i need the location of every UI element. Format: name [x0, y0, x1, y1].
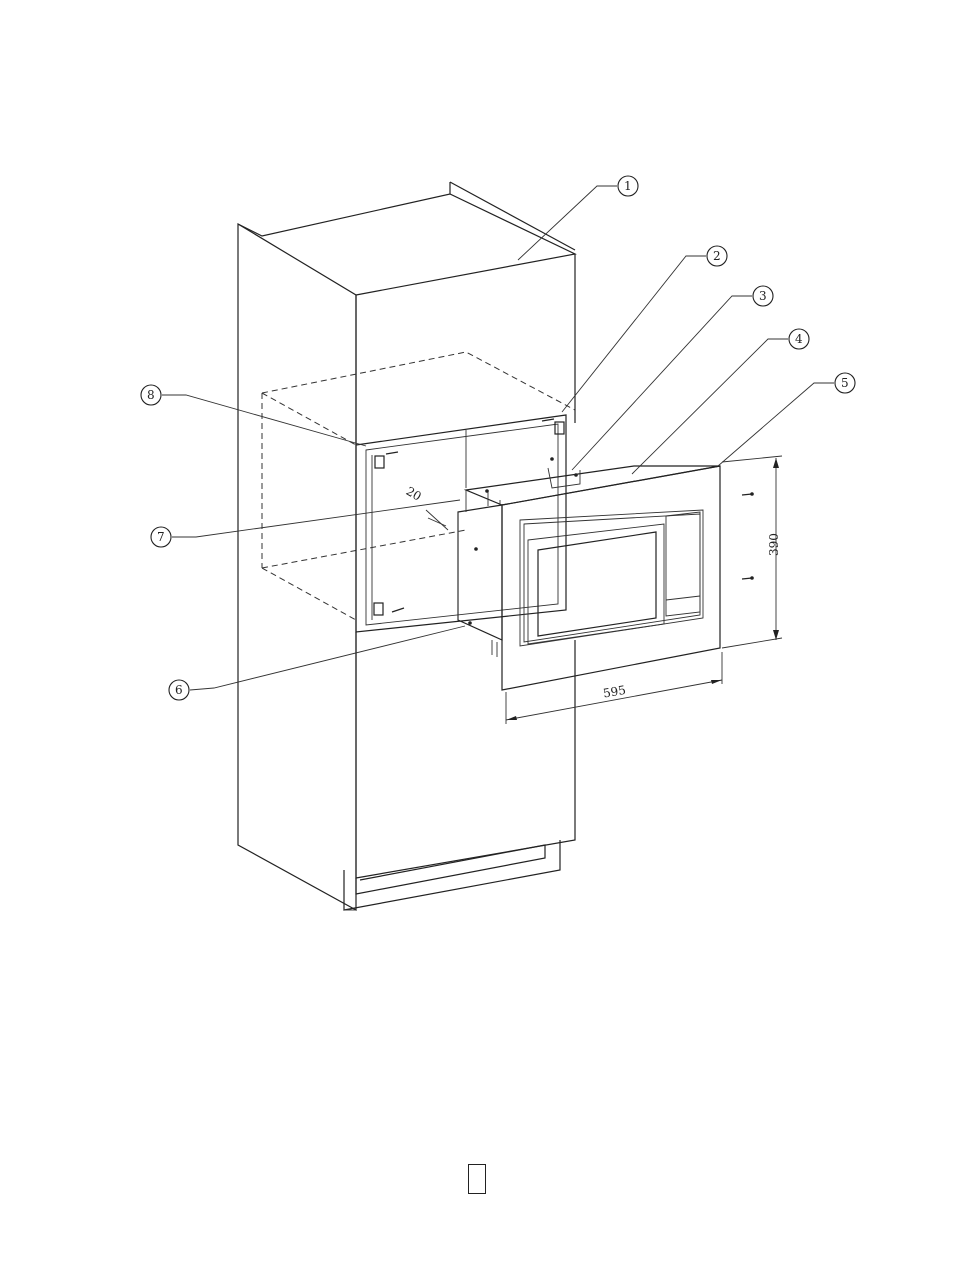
callout-5-label: 5	[841, 376, 849, 390]
callout-5: 5	[835, 373, 855, 393]
callout-1-label: 1	[624, 179, 632, 193]
callout-6-label: 6	[175, 683, 183, 697]
screws	[468, 457, 754, 625]
page-number-box	[468, 1164, 486, 1194]
callout-4-label: 4	[795, 332, 803, 346]
callout-8: 8	[141, 385, 161, 405]
trim-frame	[502, 466, 720, 690]
callout-8-label: 8	[147, 388, 155, 402]
callout-3: 3	[753, 286, 773, 306]
callout-7: 7	[151, 527, 171, 547]
callout-1: 1	[618, 176, 638, 196]
callout-4: 4	[789, 329, 809, 349]
dimension-height-label: 390	[767, 533, 781, 556]
callout-6: 6	[169, 680, 189, 700]
callout-2-label: 2	[713, 249, 721, 263]
dimension-depth-label: 20	[404, 484, 424, 504]
callout-2: 2	[707, 246, 727, 266]
leader-lines	[162, 186, 834, 690]
callout-3-label: 3	[759, 289, 767, 303]
callout-7-label: 7	[157, 530, 165, 544]
